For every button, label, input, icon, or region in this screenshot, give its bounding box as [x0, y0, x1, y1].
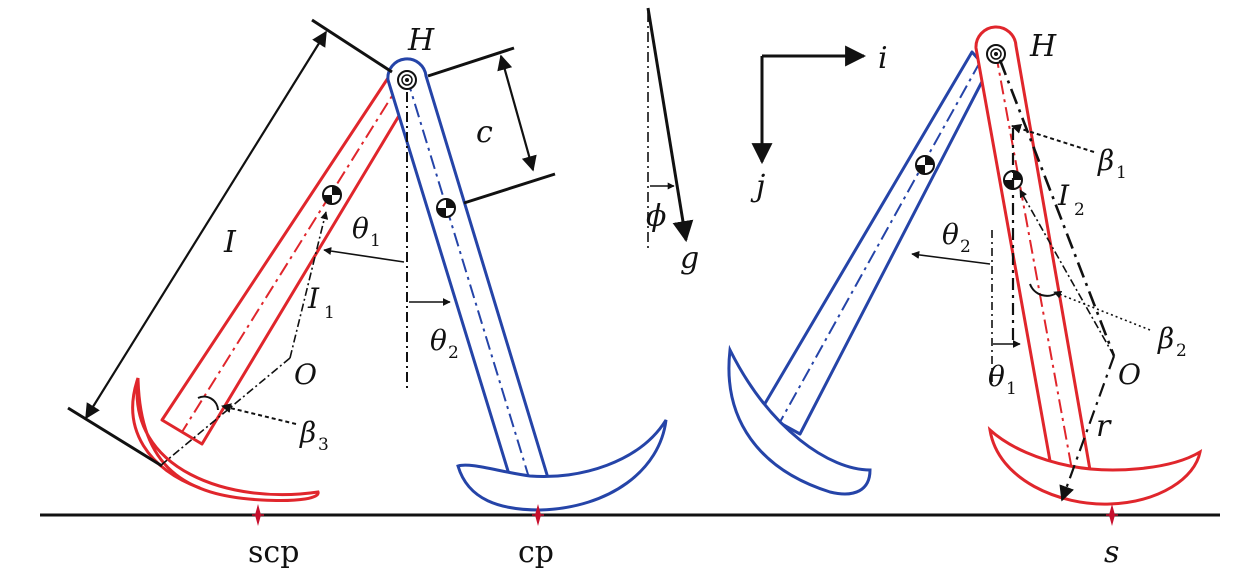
s-marker-icon: [1105, 503, 1119, 527]
label-phi: ϕ: [646, 199, 666, 234]
label-ground-scp: scp: [248, 535, 299, 570]
left-red-leg: [131, 70, 420, 502]
svg-text:I: I: [307, 282, 320, 315]
left-radius-line: [289, 211, 329, 359]
label-hip-right: H: [1029, 29, 1057, 64]
left-hip-joint: [397, 70, 417, 90]
label-theta1-right: θ 1: [988, 360, 1017, 399]
svg-text:θ: θ: [430, 324, 447, 357]
label-gravity: g: [680, 241, 699, 276]
svg-text:β: β: [1097, 144, 1114, 177]
beta1-pointer: [1011, 123, 1095, 153]
label-i1: I 1: [307, 282, 335, 323]
svg-text:θ: θ: [942, 218, 959, 251]
left-blue-com-icon: [436, 198, 456, 218]
svg-text:2: 2: [1074, 200, 1085, 220]
label-i2: I 2: [1057, 179, 1085, 220]
svg-text:2: 2: [960, 237, 971, 257]
svg-text:2: 2: [448, 343, 459, 363]
label-axis-j: j: [750, 169, 765, 204]
right-red-leg: [974, 25, 1203, 506]
right-hip-joint: [986, 44, 1006, 64]
label-theta1-left: θ 1: [352, 212, 381, 251]
svg-text:1: 1: [1006, 379, 1017, 399]
gravity-indicator: ϕ g: [646, 7, 699, 276]
left-red-com-icon: [322, 185, 342, 205]
beta2-pointer: [1053, 290, 1151, 331]
svg-text:β: β: [1157, 322, 1174, 355]
svg-text:I: I: [1057, 179, 1070, 212]
scp-marker-icon: [251, 503, 265, 527]
offset-c-dimension: [497, 54, 537, 172]
right-blue-com-icon: [915, 155, 935, 175]
label-radius-r: r: [1096, 409, 1112, 444]
label-leg-length: I: [223, 225, 237, 260]
label-o-left: O: [294, 358, 317, 391]
left-blue-leg: [386, 57, 668, 512]
svg-text:2: 2: [1176, 341, 1187, 361]
label-hip-left: H: [407, 23, 435, 58]
theta1-left-arrow: [323, 247, 405, 263]
label-beta1: β 1: [1097, 144, 1127, 183]
beta3-pointer: [221, 403, 297, 425]
svg-text:1: 1: [324, 303, 335, 323]
label-ground-s: s: [1104, 535, 1119, 570]
theta2-right-arrow: [911, 250, 991, 265]
svg-text:1: 1: [370, 231, 381, 251]
svg-text:θ: θ: [988, 360, 1005, 393]
right-figure: H β 1 I 2 θ 2 β 2 O θ 1 r s: [727, 25, 1203, 570]
label-beta3: β 3: [299, 416, 329, 455]
svg-text:θ: θ: [352, 212, 369, 245]
label-offset-c: c: [476, 115, 493, 150]
left-figure: H I c θ 1 θ 2 I 1 O β 3 scp cp: [67, 18, 668, 570]
label-beta2: β 2: [1157, 322, 1187, 361]
label-ground-cp: cp: [518, 535, 554, 570]
svg-text:1: 1: [1116, 163, 1127, 183]
coordinate-axes: i j: [750, 41, 888, 204]
leg-length-dimension: [85, 30, 327, 420]
label-theta2-left: θ 2: [430, 324, 459, 363]
label-o-right: O: [1118, 358, 1141, 391]
svg-text:β: β: [299, 416, 316, 449]
right-blue-leg: [727, 50, 990, 496]
label-axis-i: i: [878, 41, 888, 76]
right-radius-line: [1059, 355, 1116, 502]
label-theta2-right: θ 2: [942, 218, 971, 257]
svg-text:3: 3: [318, 435, 329, 455]
